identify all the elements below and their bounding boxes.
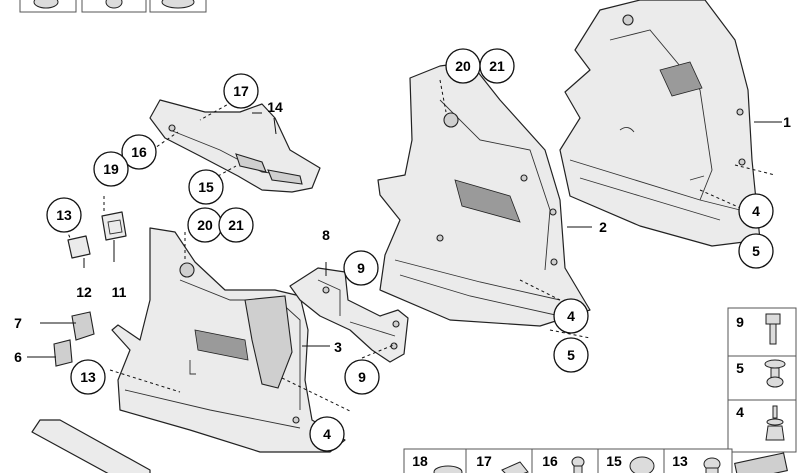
callout-label: 14 [267, 99, 283, 115]
callout-label: 3 [334, 339, 342, 355]
fastener-legend-right: 9 5 4 [727, 307, 797, 453]
callout-5-mid[interactable]: 5 [553, 337, 589, 373]
trim-panel-1[interactable] [559, 0, 761, 247]
callout-label: 13 [80, 369, 96, 385]
thumbnail-part-icon [105, 0, 123, 9]
callout-2[interactable]: 2 [599, 219, 607, 235]
legend-cell-9[interactable] [727, 307, 797, 357]
callout-8[interactable]: 8 [322, 227, 330, 243]
callout-label: 20 [455, 58, 471, 74]
callout-17-top[interactable]: 17 [223, 73, 259, 109]
callout-16[interactable]: 16 [121, 134, 157, 170]
callout-6[interactable]: 6 [14, 349, 22, 365]
bracket-6[interactable] [53, 339, 73, 367]
legend-label-9: 9 [736, 314, 744, 330]
callout-1[interactable]: 1 [783, 114, 791, 130]
clip-12[interactable] [67, 235, 91, 259]
push-clip-base-icon [705, 467, 719, 473]
callout-13-top[interactable]: 13 [46, 197, 82, 233]
expanding-clip-icon [629, 456, 655, 473]
legend-cell-16[interactable] [531, 448, 599, 473]
callout-label: 6 [14, 349, 22, 365]
callout-12[interactable]: 12 [76, 284, 92, 300]
callout-4-bot[interactable]: 4 [309, 416, 345, 452]
clip-nut-icon [765, 405, 785, 441]
callout-label: 7 [14, 315, 22, 331]
callout-label: 13 [56, 207, 72, 223]
callout-20-mid[interactable]: 20 [187, 207, 223, 243]
screw-icon [765, 313, 781, 345]
push-pin-icon [764, 359, 786, 388]
callout-21-top[interactable]: 21 [479, 48, 515, 84]
callout-label: 4 [567, 308, 575, 324]
callout-label: 8 [322, 227, 330, 243]
legend-label-5: 5 [736, 360, 744, 376]
pillar-trim-14[interactable] [149, 99, 321, 193]
fastener-legend-bottom: 18 17 16 15 13 [403, 448, 788, 473]
callout-label: 4 [323, 426, 331, 442]
thumbnail-part-icon [161, 0, 195, 9]
callout-label: 11 [112, 284, 127, 300]
callout-3[interactable]: 3 [334, 339, 342, 355]
rivet-stem-icon [573, 465, 583, 473]
callout-label: 9 [358, 369, 366, 385]
callout-label: 5 [752, 243, 760, 259]
callout-label: 2 [599, 219, 607, 235]
bracket-7[interactable] [71, 311, 95, 341]
callout-9-mid[interactable]: 9 [343, 250, 379, 286]
callout-5-right[interactable]: 5 [738, 233, 774, 269]
legend-cell-13[interactable] [663, 448, 733, 473]
callout-label: 12 [76, 284, 92, 300]
thumbnail-part-icon [33, 0, 59, 9]
legend-label-18: 18 [412, 453, 428, 469]
legend-label-4: 4 [736, 404, 744, 420]
callout-label: 19 [103, 161, 119, 177]
callout-4-mid[interactable]: 4 [553, 298, 589, 334]
leader-lines [27, 79, 782, 413]
callout-7[interactable]: 7 [14, 315, 22, 331]
callout-15[interactable]: 15 [188, 169, 224, 205]
callout-11[interactable]: 11 [112, 284, 127, 300]
clip-icon [433, 465, 463, 473]
trim-panel-2[interactable] [377, 61, 591, 327]
callout-label: 16 [131, 144, 147, 160]
callout-13-mid[interactable]: 13 [70, 359, 106, 395]
callout-label: 1 [783, 114, 791, 130]
bracket-assembly-8[interactable] [289, 267, 409, 363]
legend-label-15: 15 [606, 453, 622, 469]
callout-label: 9 [357, 260, 365, 276]
legend-cell-4[interactable] [727, 399, 797, 453]
callout-21-mid[interactable]: 21 [218, 207, 254, 243]
callout-20-top[interactable]: 20 [445, 48, 481, 84]
clip-11[interactable] [101, 211, 127, 241]
pad-icon [734, 452, 788, 473]
trim-panel-3[interactable] [111, 227, 346, 453]
thumbnail-strip [19, 0, 207, 13]
callout-label: 5 [567, 347, 575, 363]
callout-4-right[interactable]: 4 [738, 193, 774, 229]
callout-label: 21 [228, 217, 244, 233]
callout-label: 4 [752, 203, 760, 219]
callout-9-bot[interactable]: 9 [344, 359, 380, 395]
legend-label-17: 17 [476, 453, 492, 469]
callout-label: 20 [197, 217, 213, 233]
legend-label-16: 16 [542, 453, 558, 469]
callout-label: 21 [489, 58, 505, 74]
sill-strip[interactable] [31, 419, 151, 473]
callout-label: 15 [198, 179, 214, 195]
callout-label: 17 [233, 83, 249, 99]
legend-label-13: 13 [672, 453, 688, 469]
callout-14[interactable]: 14 [267, 99, 283, 115]
callout-19[interactable]: 19 [93, 151, 129, 187]
wedge-clip-icon [501, 461, 529, 473]
